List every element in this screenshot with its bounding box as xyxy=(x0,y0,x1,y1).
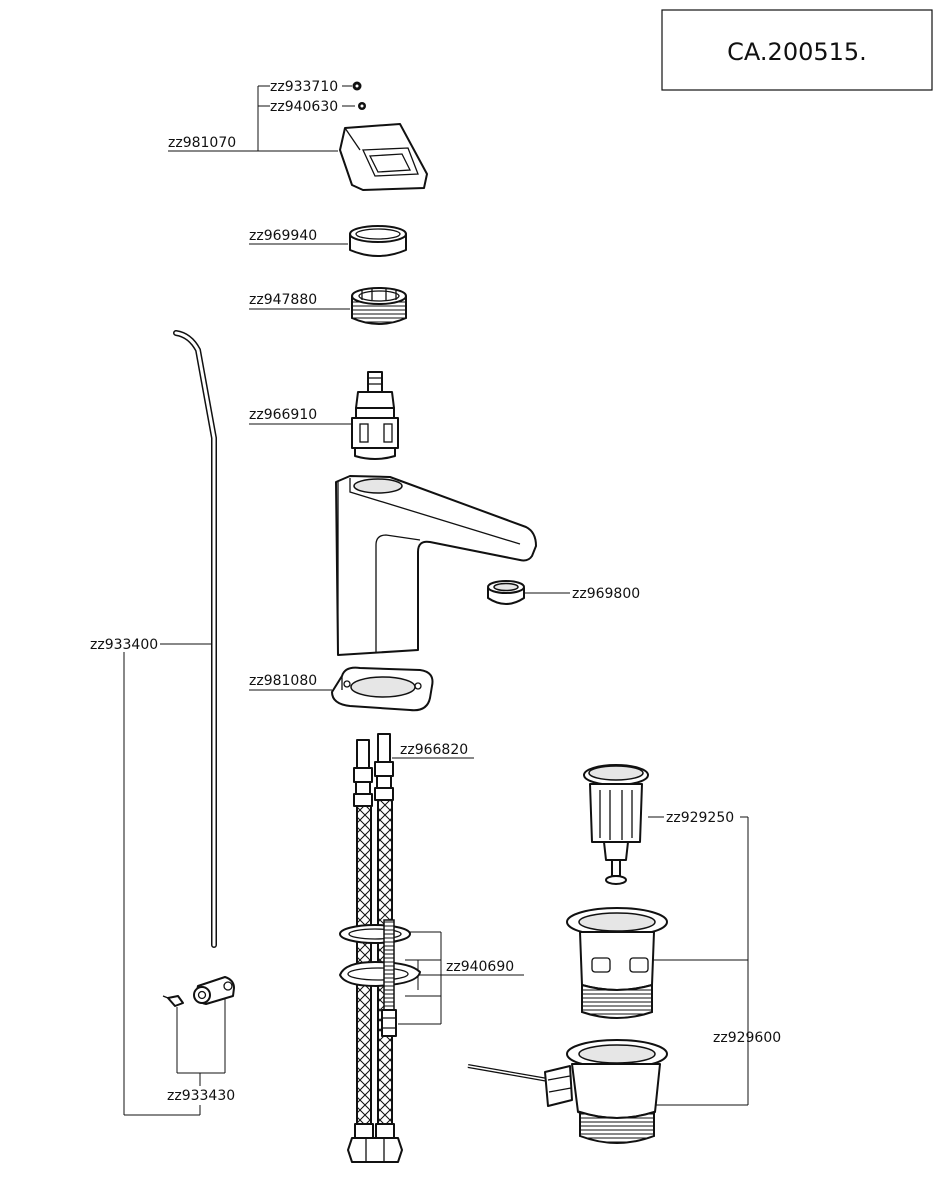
part-mixer-body xyxy=(335,475,537,656)
part-zz933430 xyxy=(162,976,235,1007)
label-zz966820: zz966820 xyxy=(400,742,468,758)
part-zz929600 xyxy=(467,907,668,1144)
label-zz929600: zz929600 xyxy=(713,1030,781,1046)
label-zz933430: zz933430 xyxy=(167,1088,235,1104)
label-zz940630: zz940630 xyxy=(270,99,338,115)
label-zz933710: zz933710 xyxy=(270,79,338,95)
label-zz929250: zz929250 xyxy=(666,810,734,826)
part-zz969800 xyxy=(487,580,525,605)
part-zz929250 xyxy=(583,764,649,885)
label-zz947880: zz947880 xyxy=(249,292,317,308)
label-zz969800: zz969800 xyxy=(572,586,640,602)
part-zz966910 xyxy=(351,371,399,460)
part-zz940630 xyxy=(358,102,366,110)
part-zz981080 xyxy=(331,666,434,712)
label-zz981080: zz981080 xyxy=(249,673,317,689)
diagram-title: CA.200515. xyxy=(727,38,867,66)
part-zz933400 xyxy=(173,330,217,948)
leader-lines xyxy=(123,85,749,1116)
label-zz981070: zz981070 xyxy=(168,135,236,151)
label-zz966910: zz966910 xyxy=(249,407,317,423)
part-zz969940 xyxy=(349,225,407,257)
part-zz981070 xyxy=(339,123,428,191)
title-box: CA.200515. xyxy=(661,9,933,91)
part-zz933710 xyxy=(352,81,362,91)
label-zz933400: zz933400 xyxy=(90,637,158,653)
part-zz940690 xyxy=(339,919,421,1037)
label-zz969940: zz969940 xyxy=(249,228,317,244)
label-zz940690: zz940690 xyxy=(446,959,514,975)
part-zz947880 xyxy=(351,287,407,325)
title-frame xyxy=(661,9,933,91)
